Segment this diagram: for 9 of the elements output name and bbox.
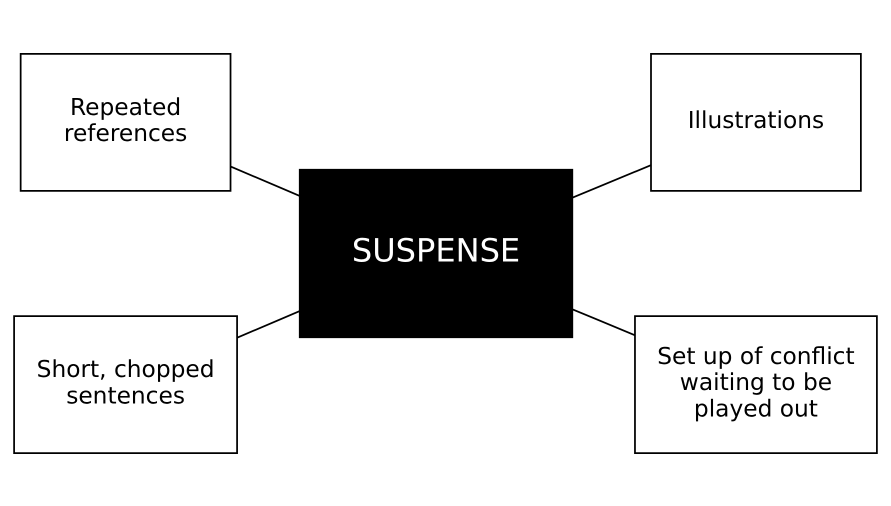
node-box: Repeated references (20, 52, 232, 192)
node-box: Set up of conflict waiting to be played out (634, 314, 878, 454)
connector (572, 164, 652, 198)
connector (230, 165, 300, 196)
node-box: Short, chopped sentences (13, 314, 238, 454)
node-box: Illustrations (650, 52, 862, 192)
node-box: SUSPENSE (298, 168, 574, 338)
connector (236, 310, 300, 338)
connector (572, 308, 636, 336)
